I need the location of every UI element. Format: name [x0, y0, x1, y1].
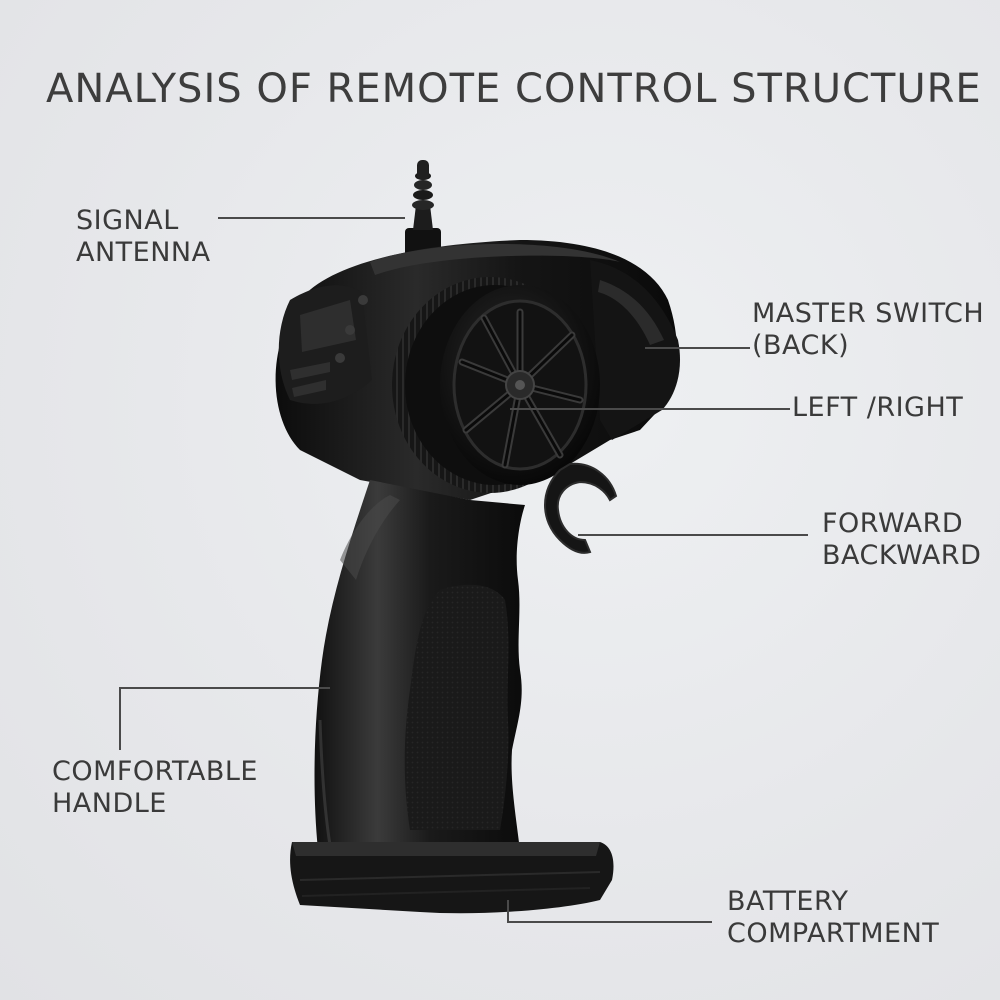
label-left-right: LEFT /RIGHT	[792, 392, 963, 424]
label-line: (BACK)	[752, 330, 850, 361]
diagram-title: ANALYSIS OF REMOTE CONTROL STRUCTURE	[46, 66, 982, 112]
label-master-switch: MASTER SWITCH (BACK)	[752, 298, 984, 362]
throttle-trigger	[544, 462, 618, 554]
battery-compartment	[290, 842, 614, 914]
label-line: BACKWARD	[822, 540, 982, 571]
label-line: COMPARTMENT	[727, 918, 940, 949]
label-line: MASTER SWITCH	[752, 298, 985, 329]
label-forward-backward: FORWARD BACKWARD	[822, 508, 981, 572]
comfortable-handle	[314, 480, 525, 850]
label-line: ANTENNA	[76, 237, 211, 268]
label-line: FORWARD	[822, 508, 964, 539]
label-line: LEFT /RIGHT	[792, 392, 964, 423]
label-line: BATTERY	[727, 886, 849, 917]
steering-wheel	[392, 277, 600, 493]
label-line: COMFORTABLE	[52, 756, 258, 787]
label-line: HANDLE	[52, 788, 167, 819]
label-line: SIGNAL	[76, 205, 179, 236]
label-signal-antenna: SIGNAL ANTENNA	[76, 205, 211, 269]
label-battery-compartment: BATTERY COMPARTMENT	[727, 886, 939, 950]
label-comfortable-handle: COMFORTABLE HANDLE	[52, 756, 258, 820]
signal-antenna	[405, 160, 441, 262]
